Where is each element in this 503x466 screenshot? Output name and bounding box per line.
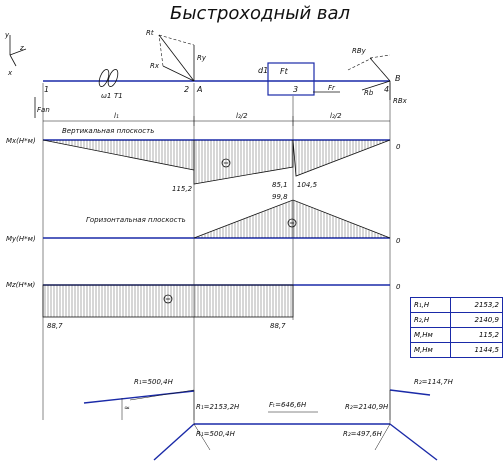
diameter-label: d1 xyxy=(258,66,268,75)
force-rbx-label: RBx xyxy=(393,97,408,105)
reaction-b-forces xyxy=(347,54,391,100)
reference-lines xyxy=(42,83,391,420)
my-hatching xyxy=(195,200,388,238)
mx-axis-label: Mx(H*м) xyxy=(6,137,36,145)
diagram-title: Быстроходный вал xyxy=(170,3,350,24)
my-axis-label: My(H*м) xyxy=(6,235,36,243)
mx-hatching xyxy=(44,140,387,184)
force-rb-label: Rb xyxy=(364,89,374,97)
mz-hatching xyxy=(44,285,292,317)
force-ft-label: Ft xyxy=(280,67,289,76)
horizontal-plane-label: Горизонтальная плоскость xyxy=(86,216,186,224)
my-sign-icon xyxy=(287,218,297,228)
table-key: R₁,H xyxy=(409,297,452,313)
small-force-label: ≈ xyxy=(124,404,130,412)
reaction-a-mid: R₁=2153,2H xyxy=(196,403,240,411)
axis-z-label: z xyxy=(19,44,24,52)
force-fr-label: Fr xyxy=(328,84,336,92)
point-2-label: 2 xyxy=(184,85,189,94)
table-key: M,Hм xyxy=(409,342,452,358)
ft-value-label: Fₜ=646,6H xyxy=(269,401,307,409)
force-ry-label: Ry xyxy=(197,54,207,62)
force-rx-label: Rx xyxy=(150,62,160,70)
reaction-b-bot: R₂=497,6H xyxy=(343,430,383,438)
length-l2a-label: l₂/2 xyxy=(236,112,248,120)
table-value: 2140,9 xyxy=(450,312,503,328)
mx-value-1: 115,2 xyxy=(172,185,193,193)
results-table: R₁,H 2153,2 R₂,H 2140,9 M,Hм 115,2 M,Hм … xyxy=(409,297,503,358)
point-a-label: A xyxy=(196,85,202,94)
mz-value-2: 88,7 xyxy=(270,322,286,330)
table-value: 2153,2 xyxy=(450,297,503,313)
gear-rectangle xyxy=(267,62,315,96)
reaction-a-top: R₁=500,4H xyxy=(134,378,174,386)
axial-force-label: Fan xyxy=(37,106,50,114)
mx-end-value: 0 xyxy=(396,143,401,151)
mz-end-value: 0 xyxy=(396,283,401,291)
point-1-label: 1 xyxy=(44,85,49,94)
reaction-b-top: R₂=114,7H xyxy=(414,378,454,386)
table-row: R₂,H 2140,9 xyxy=(409,312,503,328)
mx-value-2: 85,1 xyxy=(272,181,288,189)
reaction-a-forces xyxy=(158,34,195,82)
point-b-label: B xyxy=(395,74,401,83)
mx-sign-icon xyxy=(221,158,231,168)
table-key: R₂,H xyxy=(409,312,452,328)
table-row: M,Hм 1144,5 xyxy=(409,342,503,358)
my-value-1: 99,8 xyxy=(272,193,288,201)
length-dimensions xyxy=(43,116,390,126)
axis-x-label: x xyxy=(7,69,13,77)
force-rby-label: RBy xyxy=(352,47,367,55)
mz-axis-label: Mz(H*м) xyxy=(6,281,35,289)
table-row: R₁,H 2153,2 xyxy=(409,297,503,313)
point-3-label: 3 xyxy=(293,85,298,94)
torque-label: T1 xyxy=(114,92,123,100)
axis-y-label: y xyxy=(4,31,10,39)
mz-value-1: 88,7 xyxy=(47,322,63,330)
omega-label: ω1 xyxy=(101,92,111,100)
length-l1-label: l₁ xyxy=(114,112,119,120)
point-4-label: 4 xyxy=(384,85,389,94)
mx-curve-right xyxy=(193,139,391,185)
table-row: M,Hм 115,2 xyxy=(409,327,503,343)
table-value: 1144,5 xyxy=(450,342,503,358)
torque-symbol-icon xyxy=(98,69,119,87)
reaction-b-mid: R₂=2140,9H xyxy=(345,403,389,411)
table-value: 115,2 xyxy=(450,327,503,343)
vertical-plane-label: Вертикальная плоскость xyxy=(62,127,154,135)
force-rt-label: Rt xyxy=(146,29,154,37)
reaction-a-bot: R₁=500,4H xyxy=(196,430,236,438)
length-l2b-label: l₂/2 xyxy=(330,112,342,120)
mx-value-3: 104,5 xyxy=(297,181,318,189)
my-curve xyxy=(193,199,391,239)
my-end-value: 0 xyxy=(396,237,401,245)
mx-curve-left xyxy=(42,139,195,171)
table-key: M,Hм xyxy=(409,327,452,343)
mz-sign-icon xyxy=(163,294,173,304)
axes-icon: y z x xyxy=(4,31,27,77)
reactions-lines xyxy=(83,389,438,461)
mz-rectangle xyxy=(42,284,294,318)
